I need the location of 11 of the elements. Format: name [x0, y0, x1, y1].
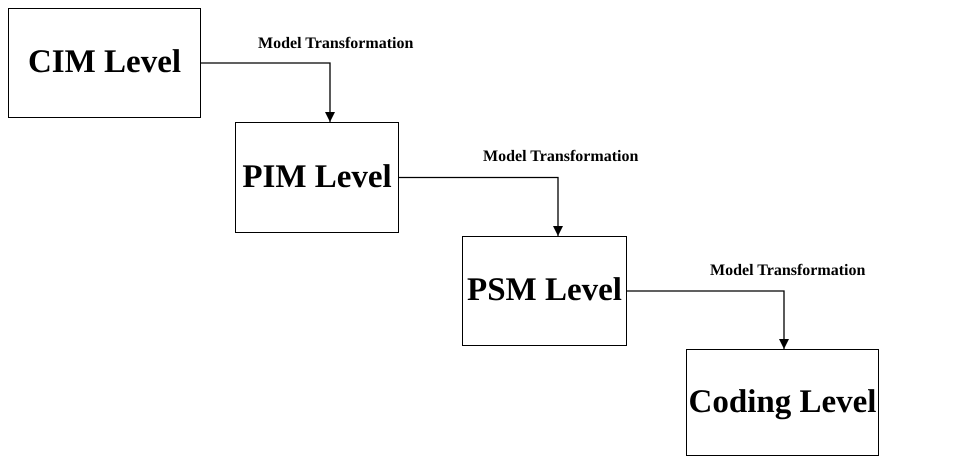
- level-box: [8, 8, 201, 118]
- level-box: [235, 122, 399, 233]
- level-box: [462, 236, 627, 346]
- level-label: CIM Level: [28, 43, 182, 82]
- arrow: [201, 62, 335, 122]
- arrow: [627, 290, 789, 349]
- level-label: PSM Level: [467, 271, 622, 310]
- level-label: PIM Level: [242, 158, 392, 197]
- arrow: [399, 176, 563, 236]
- level-label: Coding Level: [688, 382, 876, 422]
- level-box: [686, 349, 879, 456]
